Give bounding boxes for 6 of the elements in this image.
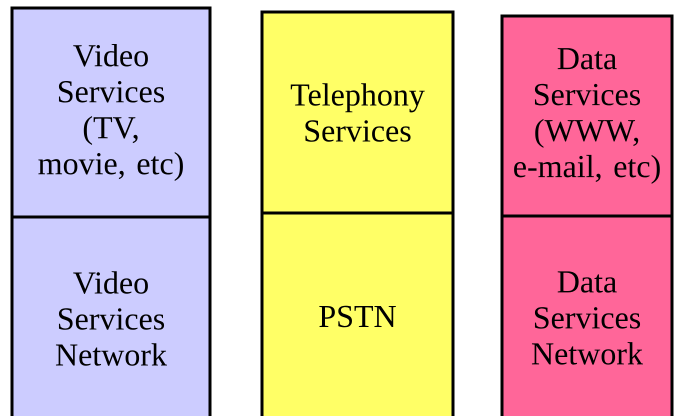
service-box: Telephony Services bbox=[260, 10, 454, 214]
service-box: Video Services Network bbox=[10, 216, 212, 416]
service-box: Data Services Network bbox=[500, 214, 674, 416]
service-box: Data Services (WWW, e-mail, etc) bbox=[500, 14, 674, 218]
service-box: PSTN bbox=[260, 212, 454, 416]
service-box: Video Services (TV, movie, etc) bbox=[10, 6, 212, 218]
